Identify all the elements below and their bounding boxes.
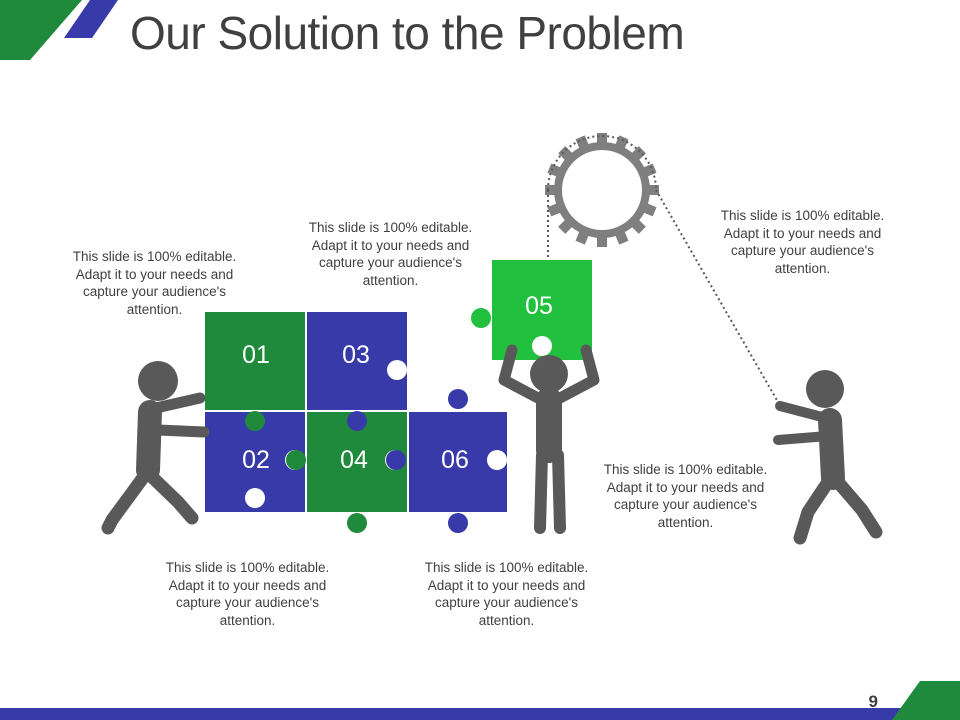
bottom-right-green-shape xyxy=(892,681,960,720)
note-bottom-middle: This slide is 100% editable. Adapt it to… xyxy=(424,560,589,628)
bottom-blue-bar xyxy=(0,708,902,720)
person-lifting-icon xyxy=(498,344,600,534)
piece-label-01: 01 xyxy=(242,341,270,369)
piece-label-06: 06 xyxy=(441,446,469,474)
puzzle-piece-06 xyxy=(386,389,507,533)
piece-label-02: 02 xyxy=(242,446,270,474)
note-top-middle: This slide is 100% editable. Adapt it to… xyxy=(308,220,473,288)
corner-blue-stripe xyxy=(64,0,118,38)
corner-green-shape xyxy=(0,0,82,60)
note-bottom-left: This slide is 100% editable. Adapt it to… xyxy=(165,560,330,628)
page-number: 9 xyxy=(868,692,878,711)
piece-label-03: 03 xyxy=(342,341,370,369)
person-pushing-icon xyxy=(101,361,210,535)
person-pulling-icon xyxy=(773,370,883,545)
note-top-right: This slide is 100% editable. Adapt it to… xyxy=(720,208,885,276)
puzzle-piece-01 xyxy=(205,312,305,410)
note-top-left: This slide is 100% editable. Adapt it to… xyxy=(72,249,237,317)
puzzle-piece-05 xyxy=(471,260,592,360)
gear-icon xyxy=(545,133,659,247)
puzzle-piece-03 xyxy=(307,312,407,410)
piece-label-05: 05 xyxy=(525,292,553,320)
note-middle-right: This slide is 100% editable. Adapt it to… xyxy=(603,462,768,530)
page-title: Our Solution to the Problem xyxy=(130,7,685,59)
piece-label-04: 04 xyxy=(340,446,368,474)
